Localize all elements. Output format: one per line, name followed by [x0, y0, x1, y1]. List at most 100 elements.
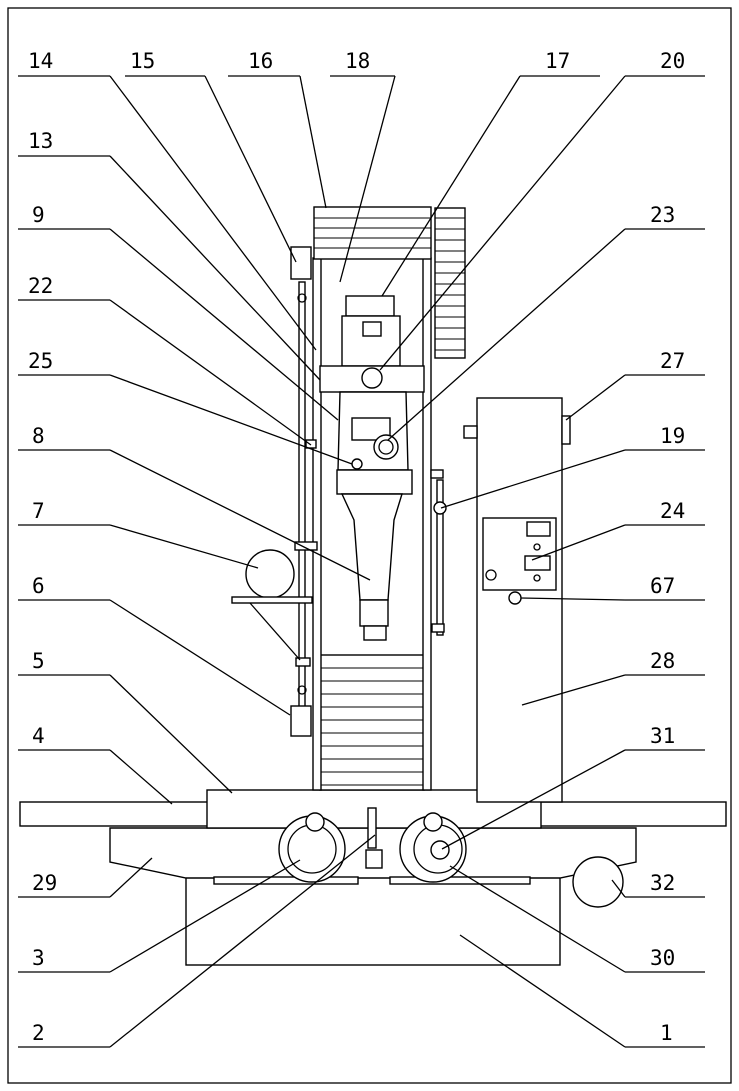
callout-20: 20 [660, 49, 685, 73]
ladder-track [319, 654, 425, 791]
callout-18: 18 [345, 49, 370, 73]
leader-30 [449, 865, 626, 973]
ball-lower [297, 685, 307, 695]
leader-32 [611, 879, 626, 898]
callout-2: 2 [32, 1021, 45, 1045]
callout-4: 4 [32, 724, 45, 748]
lever-2-foot [365, 849, 383, 869]
leader-19 [440, 449, 626, 509]
callout-6: 6 [32, 574, 45, 598]
callout-5: 5 [32, 649, 45, 673]
callout-22: 22 [28, 274, 53, 298]
callout-67: 67 [650, 574, 675, 598]
leader-13 [109, 155, 321, 381]
leader-6 [109, 599, 291, 716]
callout-30: 30 [650, 946, 675, 970]
handwheel-30-knob [423, 812, 443, 832]
leader-7 [109, 524, 259, 569]
spindle-nose [363, 625, 387, 641]
callout-15: 15 [130, 49, 155, 73]
lamp-7 [245, 549, 295, 599]
panel-button [485, 569, 497, 581]
handwheel-30-hub [430, 840, 450, 860]
motor-pulley [361, 367, 383, 389]
callout-24: 24 [660, 499, 685, 523]
callout-29: 29 [32, 871, 57, 895]
leader-22 [109, 299, 312, 446]
leader-31 [441, 749, 626, 850]
rack-20 [434, 207, 466, 359]
leader-16 [299, 75, 327, 209]
worktable-right [539, 801, 727, 827]
callout-25: 25 [28, 349, 53, 373]
clamp-22 [305, 439, 317, 449]
digital-display [351, 417, 391, 441]
callout-7: 7 [32, 499, 45, 523]
callout-14: 14 [28, 49, 53, 73]
leader-25 [109, 374, 353, 465]
leader-8 [109, 449, 371, 581]
leader-1 [459, 934, 626, 1048]
callout-27: 27 [660, 349, 685, 373]
leader-2 [109, 834, 376, 1048]
dial-lower [533, 574, 541, 582]
worktable-left [19, 801, 211, 827]
motor-window [362, 321, 382, 337]
leader-20 [379, 75, 626, 371]
leader-9 [109, 228, 339, 421]
callout-32: 32 [650, 871, 675, 895]
column-frame-right [422, 257, 432, 791]
indicator-67 [508, 591, 522, 605]
callout-23: 23 [650, 203, 675, 227]
handwheel-23-inner [378, 439, 394, 455]
clamp-mid [294, 541, 318, 551]
handwheel-23-outer [373, 434, 399, 460]
callout-1: 1 [660, 1021, 673, 1045]
leader-27 [565, 374, 626, 421]
spindle-collar [336, 469, 413, 495]
knob-25 [351, 458, 363, 470]
leader-15 [204, 75, 297, 263]
motor-17 [345, 295, 395, 317]
clamp-low [295, 657, 311, 667]
guide-left [213, 876, 359, 885]
hanger-15 [290, 246, 312, 280]
callout-8: 8 [32, 424, 45, 448]
leader-23 [387, 228, 626, 441]
figure-border [7, 7, 732, 1084]
dial-upper [533, 543, 541, 551]
callout-16: 16 [248, 49, 273, 73]
guide-right [389, 876, 531, 885]
spindle-tip [359, 599, 389, 627]
leader-14 [109, 75, 317, 351]
rod-right [436, 479, 444, 636]
head-16 [313, 206, 432, 260]
callout-19: 19 [660, 424, 685, 448]
rack-lines [435, 217, 465, 351]
ball-19 [433, 501, 447, 515]
callout-28: 28 [650, 649, 675, 673]
callout-17: 17 [545, 49, 570, 73]
callout-3: 3 [32, 946, 45, 970]
lever-2 [367, 807, 377, 849]
column-frame-left [312, 257, 322, 791]
leader-17 [381, 75, 521, 297]
ball-upper [297, 293, 307, 303]
leader-28 [521, 674, 626, 706]
leader-29 [109, 857, 153, 898]
clamp-19-bottom [431, 623, 445, 633]
leader-lines [18, 75, 705, 1048]
callout-31: 31 [650, 724, 675, 748]
column-27-cap [561, 415, 571, 445]
leader-18 [339, 75, 396, 283]
shelf-7 [231, 596, 313, 604]
clamp-19-top [430, 469, 444, 479]
ladder-rungs [320, 667, 424, 786]
roller-32 [572, 856, 624, 908]
leader-3 [109, 859, 301, 973]
handwheel-3-knob [305, 812, 325, 832]
leader-5 [109, 674, 233, 794]
rod-left [298, 281, 306, 713]
